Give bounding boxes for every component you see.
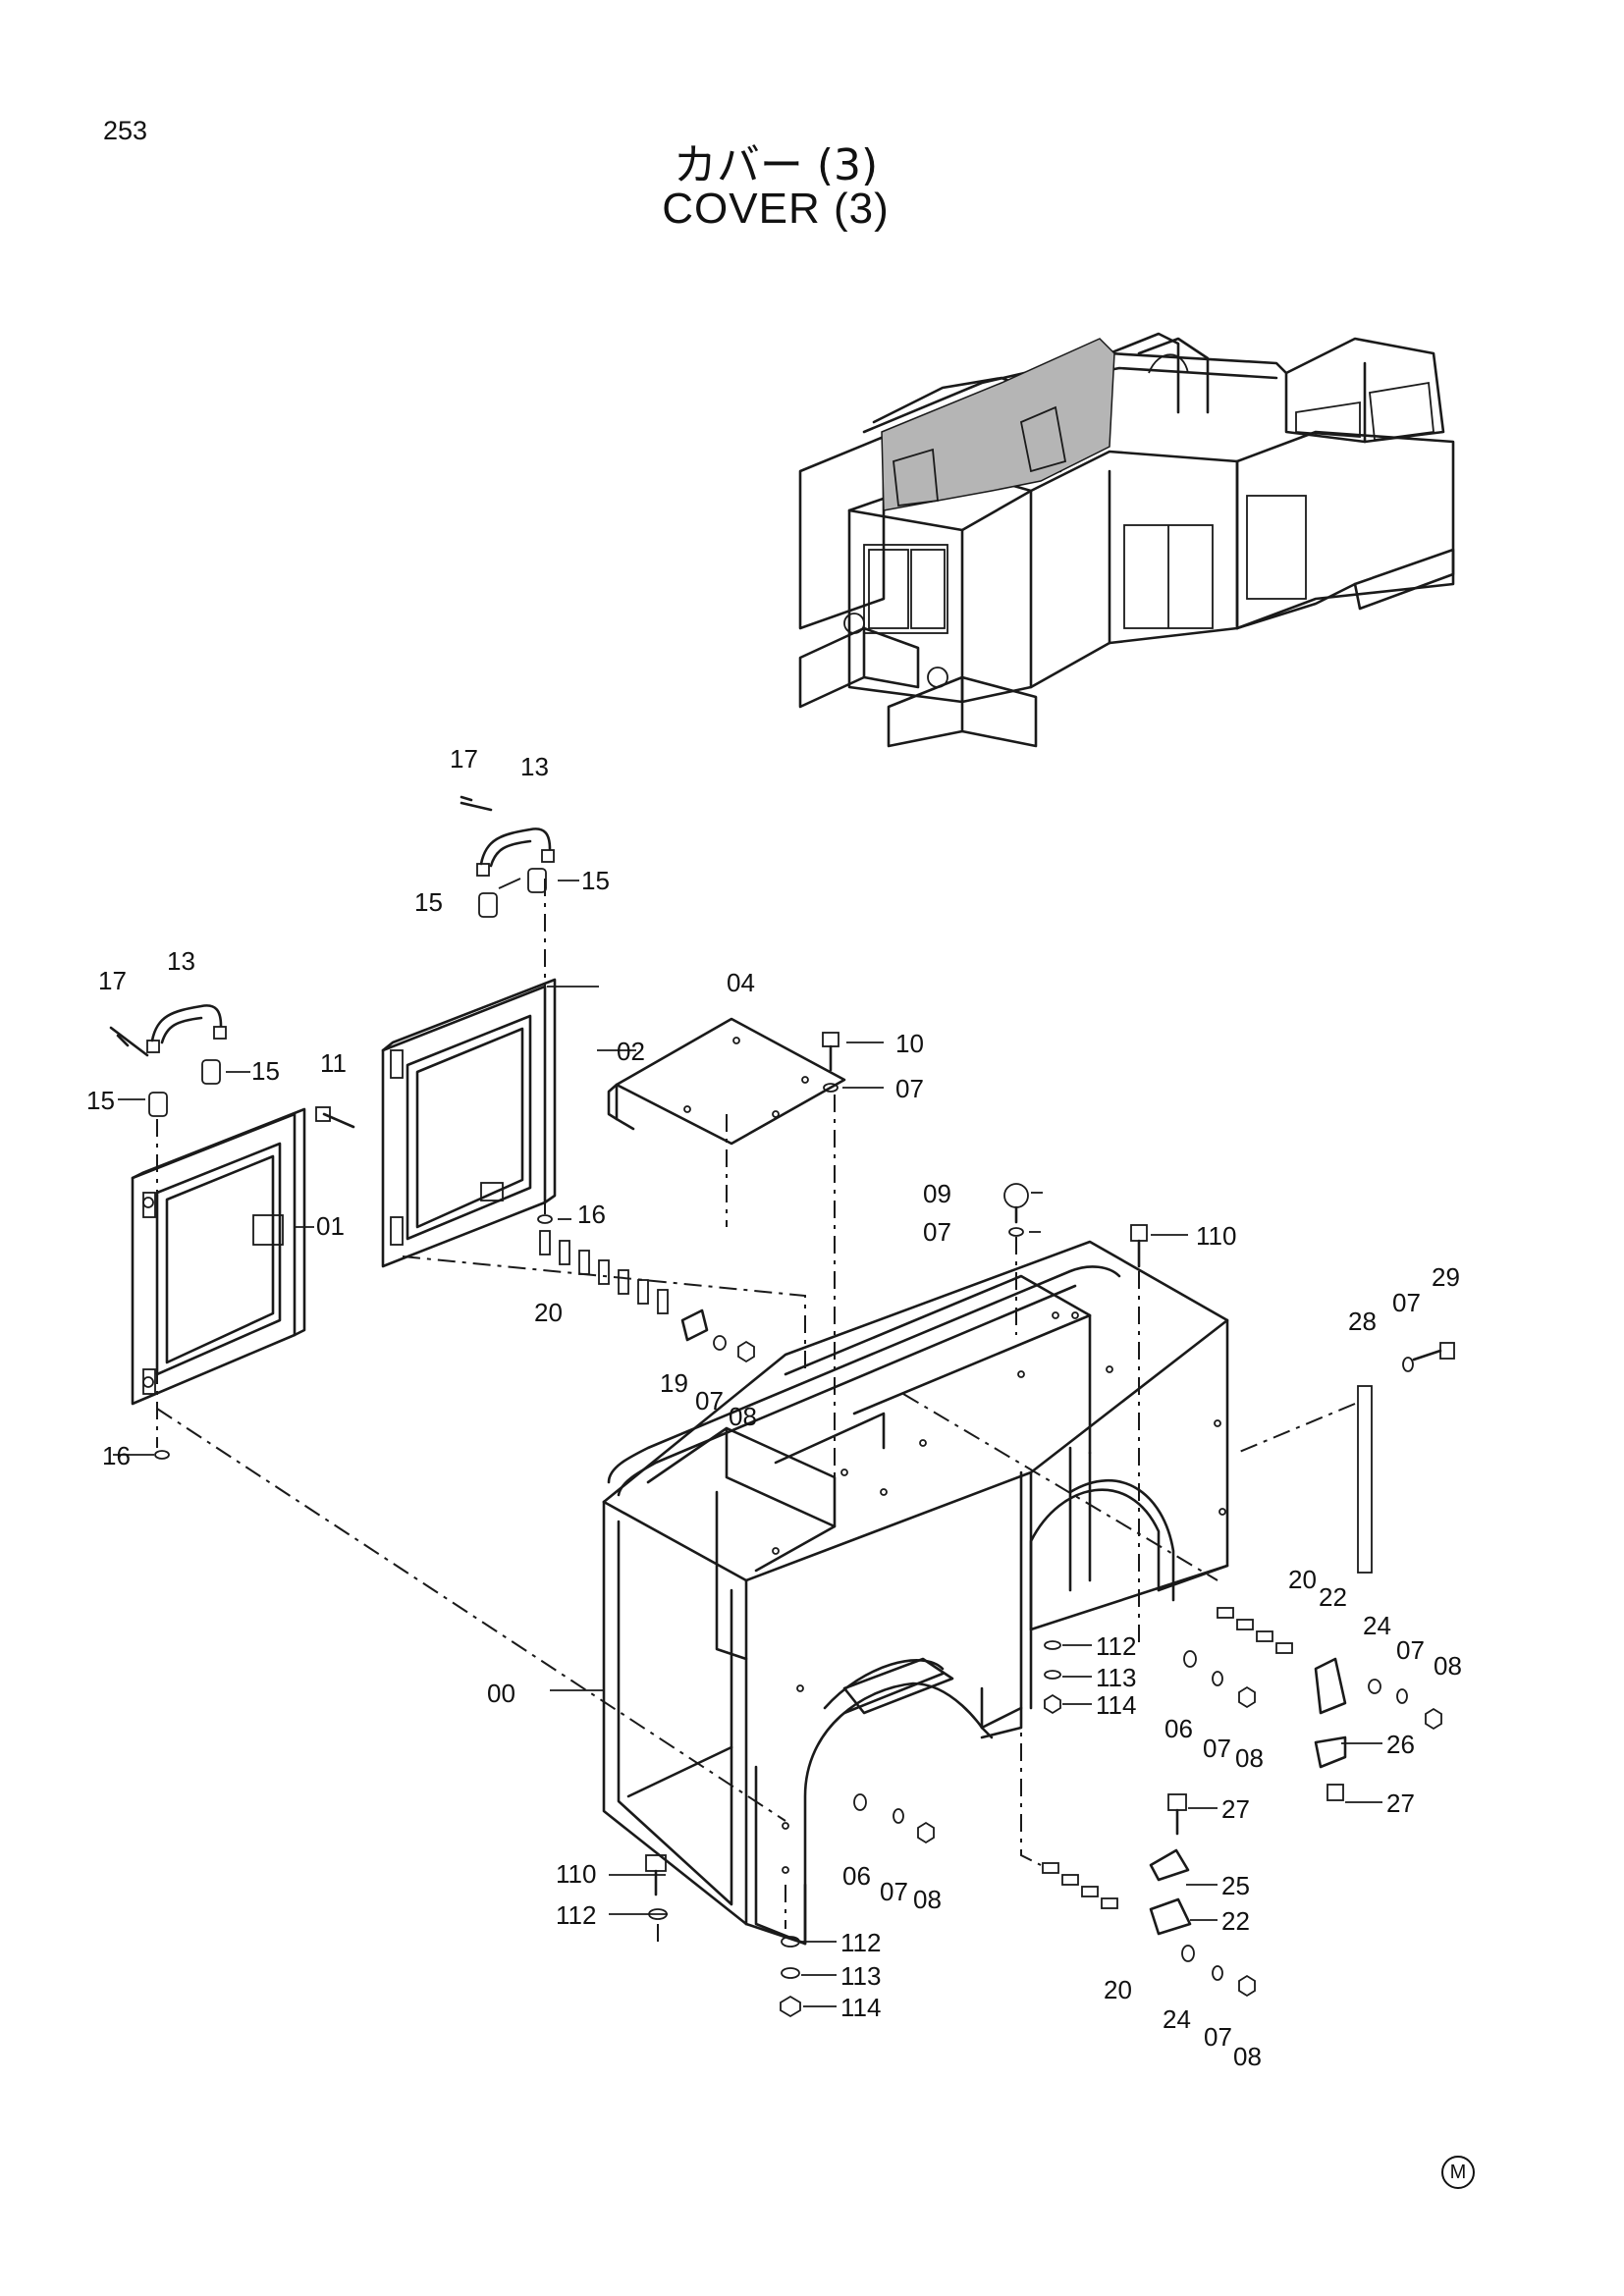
part-label: 15 [414,887,443,917]
part-label: 110 [1196,1221,1236,1251]
part-label: 11 [320,1048,347,1078]
part-label: 08 [1434,1651,1462,1681]
part-label: 113 [840,1961,881,1991]
leader-lines [113,878,1382,2007]
part-label: 20 [534,1298,563,1327]
page-number: 253 [103,116,148,145]
part-label: 00 [487,1679,515,1708]
part-label: 09 [923,1179,951,1208]
part-label: 19 [660,1368,688,1398]
door-02 [381,978,557,1268]
part-label: 07 [895,1074,924,1103]
part-label: 27 [1386,1789,1415,1818]
part-number-labels: 17 13 15 15 17 13 15 15 11 02 04 10 07 0… [86,744,1462,2071]
part-label: 06 [1164,1714,1193,1743]
part-label: 16 [102,1441,131,1470]
part-label: 10 [895,1029,924,1058]
part-label: 112 [556,1900,596,1930]
part-label: 112 [1096,1631,1136,1661]
part-label: 24 [1163,2004,1191,2034]
cover-plate-04 [607,1017,846,1146]
part-label: 112 [840,1928,881,1957]
door-01 [131,1107,306,1406]
title-japanese: カバー (3) [673,140,879,190]
part-label: 15 [251,1056,280,1086]
part-label: 01 [316,1211,345,1241]
part-label: 16 [577,1200,606,1229]
part-label: 17 [98,966,127,995]
part-label: 07 [1392,1288,1421,1317]
small-hardware-parts [109,795,1455,2018]
part-label: 27 [1221,1794,1250,1824]
part-label: 04 [727,968,755,997]
maker-mark: M [1441,2156,1475,2189]
part-label: 08 [1233,2042,1262,2071]
part-label: 29 [1432,1262,1460,1292]
part-label: 22 [1319,1582,1347,1612]
part-label: 07 [1204,2022,1232,2052]
part-label: 07 [880,1877,908,1906]
part-label: 02 [617,1037,645,1066]
part-label: 25 [1221,1871,1250,1900]
part-label: 28 [1348,1307,1377,1336]
part-label: 110 [556,1859,596,1889]
part-label: 13 [167,946,195,976]
part-label: 07 [1396,1635,1425,1665]
main-frame-00 [602,1240,1229,1946]
part-label: 15 [581,866,610,895]
part-label: 114 [1096,1690,1136,1720]
part-label: 07 [695,1386,724,1415]
part-label: 07 [923,1217,951,1247]
part-label: 13 [520,752,549,781]
machine-overview-illustration [798,332,1455,748]
part-label: 22 [1221,1906,1250,1936]
part-label: 24 [1363,1611,1391,1640]
part-label: 08 [913,1885,942,1914]
part-label: 113 [1096,1663,1136,1692]
part-label: 26 [1386,1730,1415,1759]
part-label: 114 [840,1993,881,2022]
part-label: 06 [842,1861,871,1891]
part-label: 08 [729,1402,757,1431]
part-label: 20 [1288,1565,1317,1594]
part-label: 15 [86,1086,115,1115]
part-label: 20 [1104,1975,1132,2004]
title-english: COVER (3) [662,185,890,233]
part-label: 08 [1235,1743,1264,1773]
part-label: 07 [1203,1734,1231,1763]
part-label: 17 [450,744,478,774]
